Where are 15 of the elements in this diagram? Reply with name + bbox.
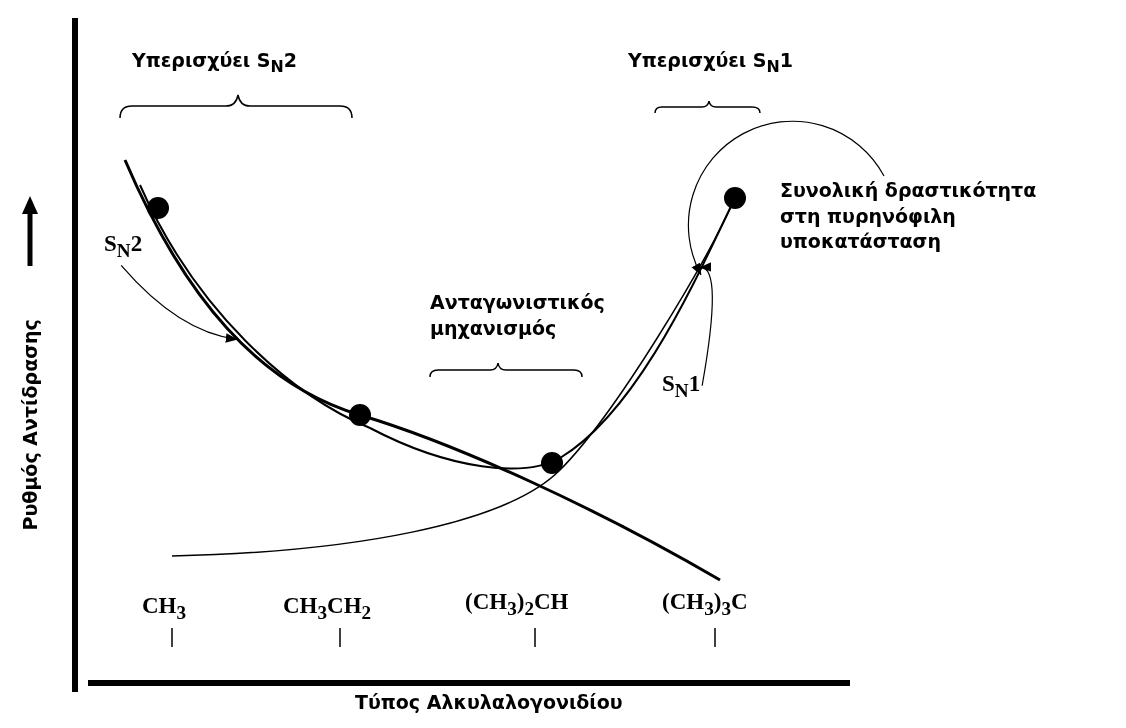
axis-title: Τύπος Αλκυλαλογονιδίου bbox=[355, 690, 623, 715]
leader-arrow bbox=[120, 264, 238, 343]
region-label: Υπερισχύει S$_{N}$1 bbox=[628, 48, 793, 78]
axis-title: Ρυθμός Αντίδρασης bbox=[17, 319, 42, 531]
curve-label: S$_{N}$2 bbox=[104, 228, 143, 264]
region-label: Ανταγωνιστικός μηχανισμός bbox=[430, 290, 606, 341]
leader-arrow bbox=[687, 120, 885, 276]
category-label: CH$_{3}$CH$_{2}$ bbox=[283, 592, 372, 625]
curve-label: Συνολική δραστικότητα στη πυρηνόφιλη υποκατάσταση bbox=[780, 178, 1040, 255]
category-label: (CH$_{3}$)$_{3}$C bbox=[662, 588, 748, 621]
category-label: (CH$_{3}$)$_{2}$CH bbox=[465, 588, 569, 621]
curve-label: S$_{N}$1 bbox=[662, 368, 701, 404]
region-label: Υπερισχύει S$_{N}$2 bbox=[132, 48, 297, 78]
leader-arrow bbox=[699, 264, 713, 387]
category-label: CH$_{3}$ bbox=[142, 592, 187, 625]
